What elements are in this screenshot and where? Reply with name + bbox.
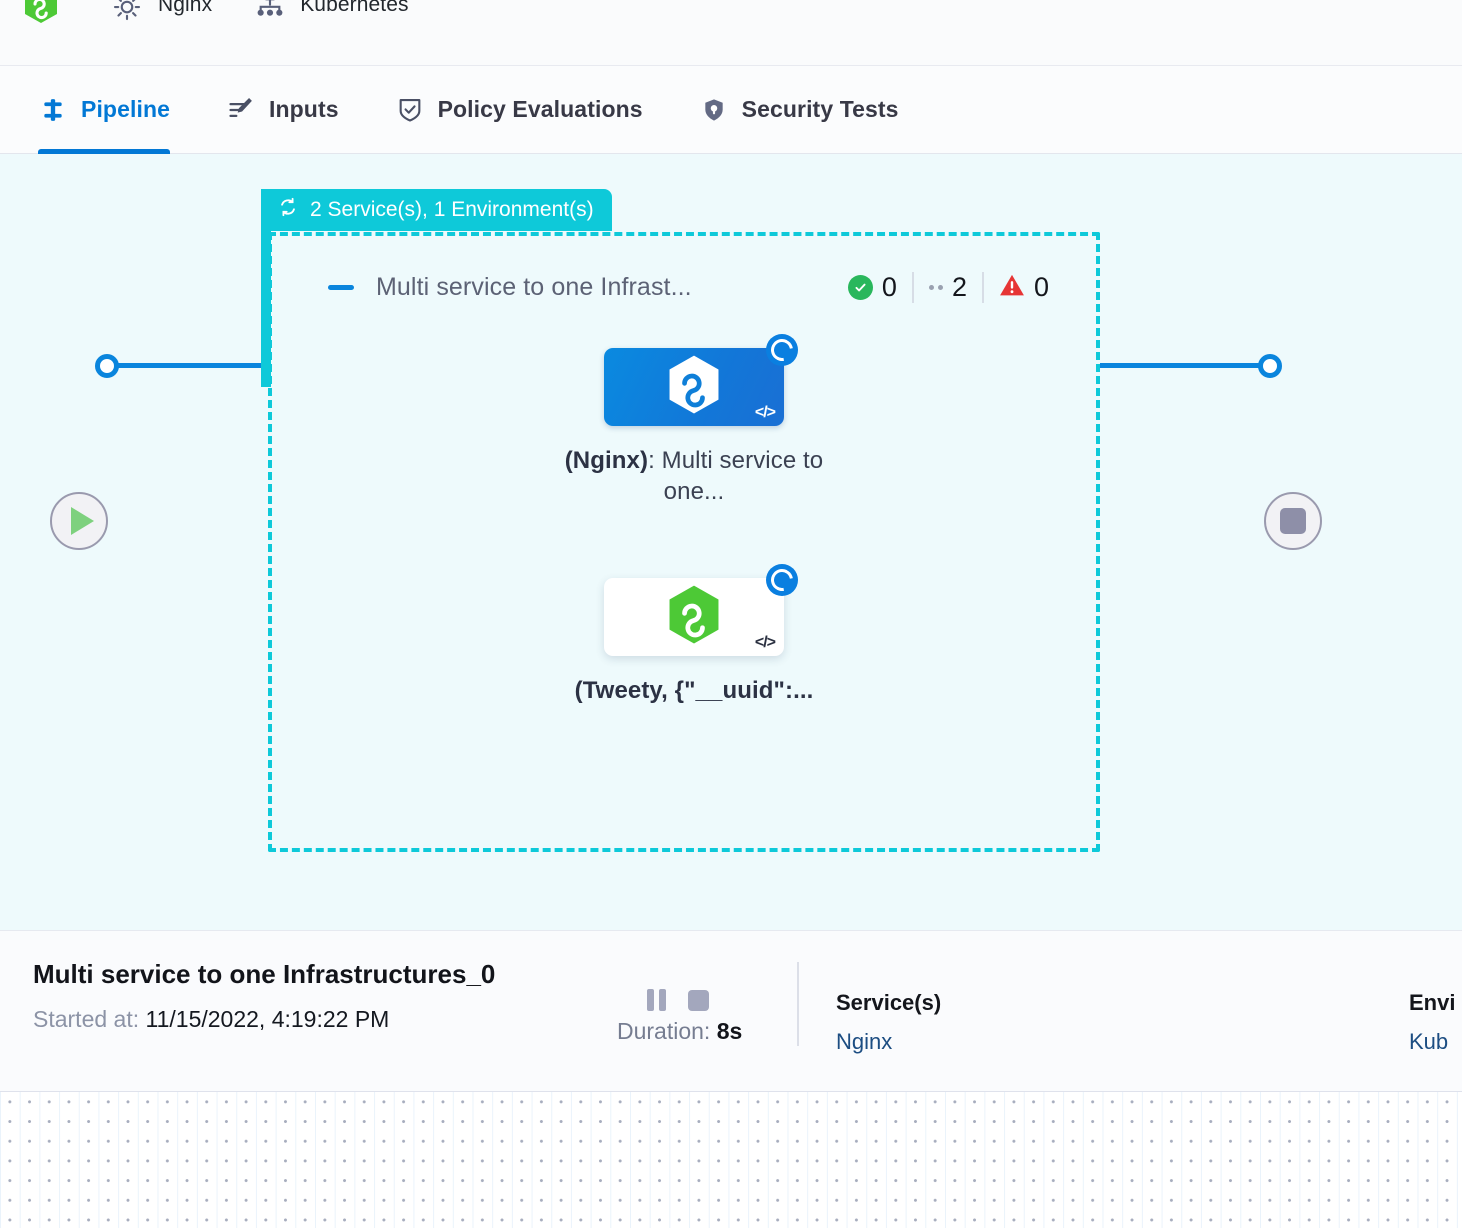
status-count-failed-value: 0 — [1033, 272, 1049, 302]
code-glyph-icon: </> — [754, 634, 776, 651]
step-group-accent-bar — [261, 189, 271, 387]
loop-repeat-icon — [277, 196, 299, 224]
node-card[interactable]: </> — [604, 564, 798, 656]
execution-duration: Duration: 8s — [617, 1018, 742, 1045]
duration-value: 8s — [716, 1018, 743, 1044]
tab-security-tests[interactable]: Security Tests — [699, 66, 927, 154]
connector-line-start — [110, 363, 270, 368]
tab-label-security-tests: Security Tests — [741, 96, 899, 122]
connector-dot-start — [95, 354, 119, 378]
lower-grid-canvas[interactable] — [0, 1092, 1462, 1228]
pause-icon[interactable] — [647, 989, 666, 1011]
breadcrumb-label-service: Nginx — [158, 0, 213, 16]
pipeline-graph-canvas[interactable]: 2 Service(s), 1 Environment(s) Multi ser… — [0, 154, 1462, 930]
tab-label-inputs: Inputs — [269, 96, 339, 122]
kubernetes-icon — [254, 0, 288, 24]
step-group-pill[interactable]: 2 Service(s), 1 Environment(s) — [261, 189, 612, 231]
collapse-minus-icon[interactable] — [328, 285, 354, 290]
execution-duration-block: Duration: 8s — [617, 989, 742, 1045]
step-group-status-counts: 0 2 0 — [847, 272, 1064, 303]
running-spinner-badge — [766, 564, 798, 596]
gear-icon — [112, 0, 146, 24]
execution-title: Multi service to one Infrastructures_0 — [33, 959, 496, 989]
node-label-nginx: (Nginx): Multi service to one... — [564, 446, 824, 507]
pipeline-start-node[interactable] — [50, 492, 108, 550]
tab-policy-evaluations[interactable]: Policy Evaluations — [395, 66, 671, 154]
step-group-header: Multi service to one Infrast... 0 2 — [328, 272, 1064, 303]
node-label-bold: (Nginx) — [564, 447, 649, 474]
pipeline-icon — [38, 95, 68, 125]
environments-value[interactable]: Kub — [1409, 1029, 1449, 1054]
harness-hexagon-blue-icon — [665, 354, 723, 421]
breadcrumb-label-environment: Kubernetes — [300, 0, 409, 16]
harness-hexagon-logo-icon — [24, 0, 58, 24]
status-count-running-value: 2 — [951, 272, 967, 302]
pipeline-node-tweety[interactable]: </> (Tweety, {"__uuid":... — [564, 564, 824, 707]
tab-label-policy-evaluations: Policy Evaluations — [437, 96, 643, 122]
security-shield-icon — [699, 95, 729, 125]
policy-shield-icon — [395, 95, 425, 125]
summary-environments-column: Envi Kub — [1409, 990, 1455, 1055]
node-card[interactable]: </> — [604, 334, 798, 426]
services-value[interactable]: Nginx — [836, 1029, 893, 1054]
connector-line-end — [1100, 363, 1280, 368]
ellipsis-icon — [928, 285, 943, 290]
tab-pipeline[interactable]: Pipeline — [38, 66, 198, 154]
node-label-rest: : Multi service to one... — [648, 447, 824, 505]
stop-icon[interactable] — [688, 990, 709, 1011]
duration-label: Duration: — [617, 1018, 711, 1044]
step-group-pill-label: 2 Service(s), 1 Environment(s) — [310, 198, 594, 221]
started-at-value: 11/15/2022, 4:19:22 PM — [145, 1006, 390, 1032]
warning-triangle-icon — [999, 273, 1025, 302]
harness-hexagon-green-icon — [665, 584, 723, 651]
node-label-bold: (Tweety, {"__uuid":... — [574, 677, 814, 704]
services-heading: Service(s) — [836, 990, 942, 1015]
stop-icon — [1280, 508, 1306, 534]
inputs-icon — [226, 95, 256, 125]
node-label-tweety: (Tweety, {"__uuid":... — [564, 676, 824, 707]
step-group-title: Multi service to one Infrast... — [376, 273, 692, 301]
step-group-container[interactable]: Multi service to one Infrast... 0 2 — [268, 232, 1100, 852]
summary-services-column: Service(s) Nginx — [836, 990, 941, 1055]
status-count-success: 0 — [847, 272, 912, 303]
breadcrumb-item-environment[interactable]: Kubernetes — [254, 0, 409, 24]
running-spinner-badge — [766, 334, 798, 366]
execution-controls — [647, 989, 742, 1011]
pipeline-end-node[interactable] — [1264, 492, 1322, 550]
connector-dot-end — [1258, 354, 1282, 378]
pipeline-node-nginx[interactable]: </> (Nginx): Multi service to one... — [564, 334, 824, 507]
status-count-success-value: 0 — [881, 272, 897, 302]
tab-label-pipeline: Pipeline — [81, 96, 170, 122]
started-at-label: Started at: — [33, 1006, 140, 1032]
breadcrumb-item-harness[interactable] — [24, 0, 70, 24]
summary-divider — [797, 962, 799, 1046]
play-icon — [70, 507, 94, 535]
code-glyph-icon: </> — [754, 404, 776, 421]
execution-summary-bar: Multi service to one Infrastructures_0 S… — [0, 930, 1462, 1092]
breadcrumb-item-service[interactable]: Nginx — [112, 0, 212, 24]
execution-started-at: Started at: 11/15/2022, 4:19:22 PM — [33, 1006, 389, 1033]
execution-tab-bar: Pipeline Inputs Policy Evaluatio — [0, 66, 1462, 154]
status-count-running: 2 — [911, 272, 982, 303]
check-circle-icon — [847, 275, 873, 300]
context-breadcrumb-bar: Nginx Kubernetes — [0, 0, 1462, 66]
status-count-failed: 0 — [981, 272, 1064, 303]
environments-heading: Envi — [1409, 990, 1456, 1015]
tab-inputs[interactable]: Inputs — [226, 66, 367, 154]
